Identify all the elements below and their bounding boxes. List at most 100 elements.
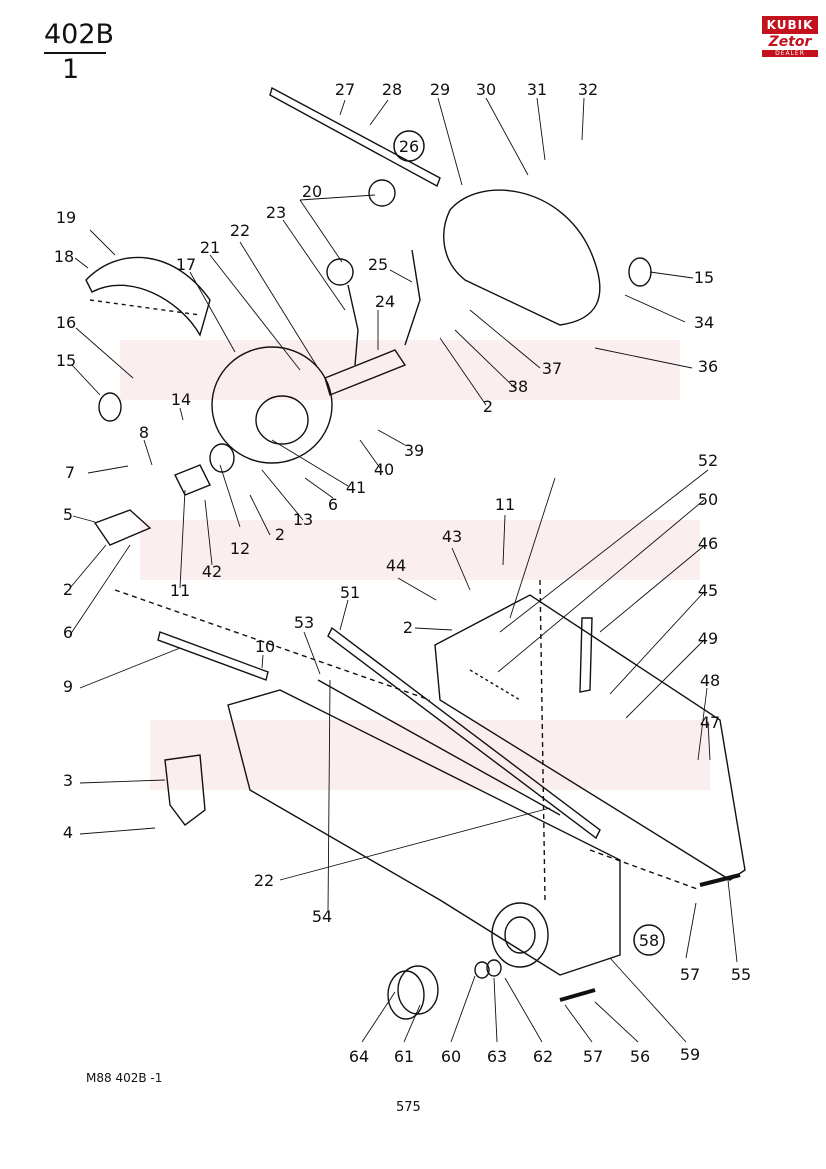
bolt-56	[559, 988, 596, 1002]
watermark-band-top	[120, 340, 680, 400]
watermark-band-bottom	[150, 720, 710, 790]
callout-label: 2	[483, 397, 493, 416]
callout-label: 62	[533, 1047, 553, 1066]
callout-label: 53	[294, 613, 314, 632]
housing	[227, 689, 621, 976]
callout-label: 9	[63, 677, 73, 696]
gear-15-right	[628, 257, 652, 287]
callout-label: 24	[375, 292, 395, 311]
callout-label: 26	[399, 137, 419, 156]
callout-label: 16	[56, 313, 76, 332]
drawing-code: M88 402B -1	[86, 1071, 163, 1085]
callout-label: 5	[63, 505, 73, 524]
callout-label: 56	[630, 1047, 650, 1066]
plate-49	[434, 594, 746, 881]
knob-20a	[368, 179, 396, 207]
callout-label: 10	[255, 637, 275, 656]
flange-59	[491, 902, 549, 968]
nut-60	[474, 961, 490, 979]
callout-label: 29	[430, 80, 450, 99]
callout-label: 22	[230, 221, 250, 240]
callout-label: 14	[171, 390, 191, 409]
page-number: 575	[396, 1100, 421, 1115]
callout-label: 58	[639, 931, 659, 950]
axis-line-2	[114, 589, 431, 701]
callout-label: 20	[302, 182, 322, 201]
callout-label: 40	[374, 460, 394, 479]
callout-label: 30	[476, 80, 496, 99]
callout-label: 2	[63, 580, 73, 599]
callout-label: 28	[382, 80, 402, 99]
callout-label: 15	[694, 268, 714, 287]
callout-label: 61	[394, 1047, 414, 1066]
callout-label: 37	[542, 359, 562, 378]
sheet-number: 402B	[44, 19, 115, 50]
bush-12	[209, 443, 235, 473]
brand-logo-top: KUBIK	[762, 16, 818, 34]
brand-logo-bottom: DEALER	[762, 50, 818, 57]
ring-61	[397, 965, 439, 1015]
link-53	[317, 679, 561, 816]
lever-46	[579, 617, 593, 693]
callout-label: 64	[349, 1047, 369, 1066]
callout-label: 59	[680, 1045, 700, 1064]
callout-label: 42	[202, 562, 222, 581]
cover-29	[443, 189, 601, 326]
leader-lines	[69, 97, 738, 1043]
ring-64	[387, 970, 425, 1020]
callout-label: 21	[200, 238, 220, 257]
callout-circle	[633, 924, 665, 956]
callout-label: 46	[698, 534, 718, 553]
callout-label: 36	[698, 357, 718, 376]
spring	[469, 669, 521, 701]
plate-9	[157, 631, 269, 681]
callout-label: 57	[583, 1047, 603, 1066]
callout-label: 6	[63, 623, 73, 642]
watermark-band-mid	[140, 520, 700, 580]
line-art	[85, 86, 746, 1020]
gear-15-left	[98, 392, 122, 422]
callout-label: 22	[254, 871, 274, 890]
callout-circle	[393, 130, 425, 162]
callout-label: 27	[335, 80, 355, 99]
disc-17-hub	[255, 395, 309, 445]
callout-label: 47	[700, 713, 720, 732]
callout-label: 43	[442, 527, 462, 546]
callout-label: 41	[346, 478, 366, 497]
sheet-divider	[44, 52, 106, 54]
callout-label: 51	[340, 583, 360, 602]
callout-label: 15	[56, 351, 76, 370]
rod-51	[327, 626, 601, 840]
axis-line-1	[89, 299, 201, 316]
brand-logo-middle: Zetor	[768, 34, 812, 50]
washer-63	[486, 959, 502, 977]
callout-label: 57	[680, 965, 700, 984]
callout-label: 6	[328, 495, 338, 514]
callout-label: 25	[368, 255, 388, 274]
callout-label: 2	[275, 525, 285, 544]
callout-label: 49	[698, 629, 718, 648]
callout-label: 34	[694, 313, 714, 332]
callout-label: 2	[403, 618, 413, 637]
callout-label: 23	[266, 203, 286, 222]
bolt-55	[699, 873, 741, 887]
brand-logo: KUBIK Zetor DEALER	[762, 16, 818, 60]
watermark	[120, 340, 710, 790]
callout-label: 50	[698, 490, 718, 509]
bush-11	[174, 464, 211, 496]
callout-label: 8	[139, 423, 149, 442]
knob-20b	[326, 258, 354, 286]
bar-27	[269, 86, 441, 188]
callout-label: 3	[63, 771, 73, 790]
callout-label: 38	[508, 377, 528, 396]
callout-label: 52	[698, 451, 718, 470]
rim-19	[85, 256, 211, 337]
disc-17	[211, 346, 333, 464]
circled-labels	[393, 130, 665, 956]
callout-label: 39	[404, 441, 424, 460]
callout-label: 18	[54, 247, 74, 266]
callout-label: 63	[487, 1047, 507, 1066]
